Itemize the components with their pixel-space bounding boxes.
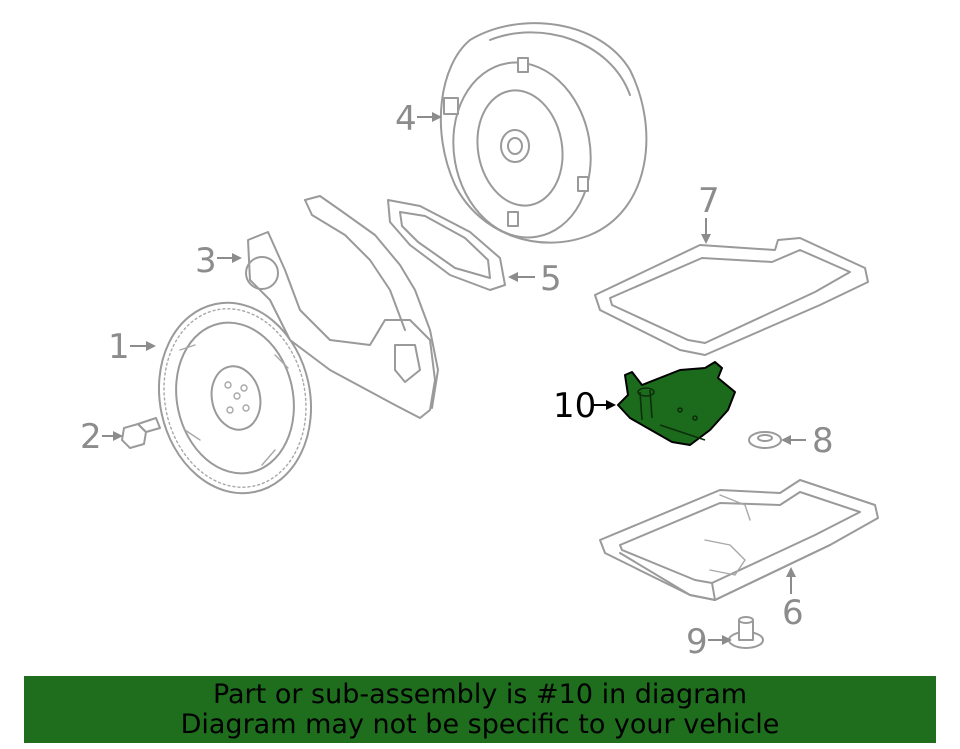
transmission-filter bbox=[617, 361, 736, 446]
callout-6: 6 bbox=[782, 567, 804, 633]
banner-line-part-number: Part or sub-assembly is #10 in diagram bbox=[212, 678, 748, 710]
torque-converter bbox=[439, 22, 648, 244]
svg-text:1: 1 bbox=[108, 327, 130, 367]
svg-text:4: 4 bbox=[395, 99, 417, 139]
callout-10: 10 bbox=[553, 386, 616, 426]
callout-9: 9 bbox=[686, 622, 732, 662]
drain-plug-washer bbox=[748, 431, 782, 449]
callout-8: 8 bbox=[781, 421, 834, 461]
svg-text:7: 7 bbox=[698, 181, 720, 221]
callout-4: 4 bbox=[395, 99, 442, 139]
callout-3: 3 bbox=[195, 241, 242, 281]
drain-plug bbox=[728, 616, 764, 649]
flexplate-bolt bbox=[121, 417, 161, 449]
callout-5: 5 bbox=[508, 259, 562, 299]
flexplate bbox=[157, 301, 313, 495]
svg-text:8: 8 bbox=[812, 421, 834, 461]
svg-text:6: 6 bbox=[782, 593, 804, 633]
callout-7: 7 bbox=[698, 181, 720, 244]
oil-pump-gasket bbox=[387, 199, 506, 291]
transmission-oil-pan bbox=[599, 479, 879, 601]
banner-line-disclaimer: Diagram may not be specific to your vehi… bbox=[180, 708, 780, 740]
callout-1: 1 bbox=[108, 327, 156, 367]
adapter-plate bbox=[245, 195, 439, 419]
svg-text:3: 3 bbox=[195, 241, 217, 281]
svg-text:10: 10 bbox=[553, 386, 596, 426]
svg-text:5: 5 bbox=[540, 259, 562, 299]
info-banner: Part or sub-assembly is #10 in diagram D… bbox=[24, 676, 936, 743]
svg-text:2: 2 bbox=[80, 417, 102, 457]
oil-pan-gasket bbox=[594, 237, 869, 356]
svg-text:9: 9 bbox=[686, 622, 708, 662]
callout-2: 2 bbox=[80, 417, 123, 457]
